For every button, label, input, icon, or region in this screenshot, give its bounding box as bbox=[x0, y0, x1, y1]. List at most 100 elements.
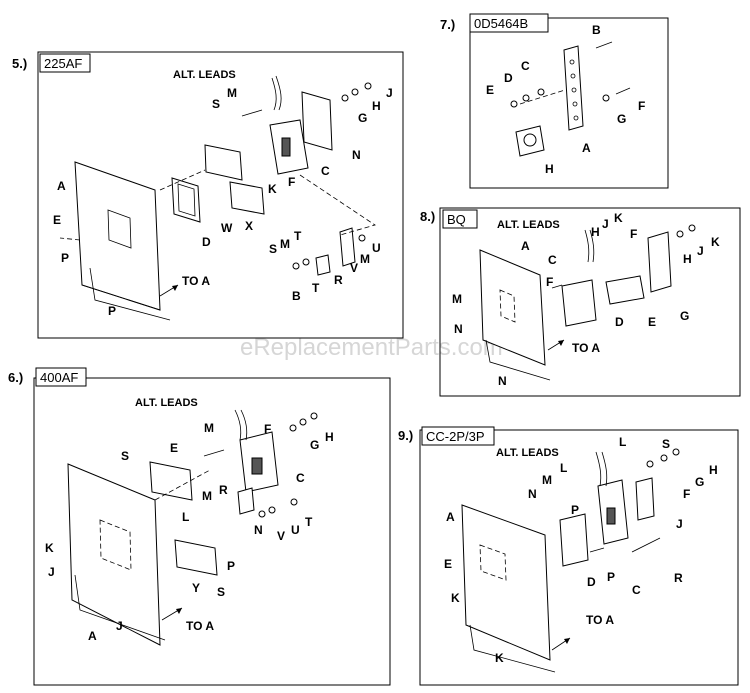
callout-a: A bbox=[521, 239, 530, 253]
callout-a: A bbox=[88, 629, 97, 643]
callout-j: J bbox=[676, 517, 683, 531]
callout-g: G bbox=[358, 111, 367, 125]
callout-u: U bbox=[372, 241, 381, 255]
washer bbox=[351, 88, 359, 96]
lead-wire bbox=[234, 409, 242, 441]
screw bbox=[595, 41, 613, 49]
to-a-label: TO A bbox=[182, 274, 210, 288]
callout-l: L bbox=[619, 435, 626, 449]
alt-leads-label: ALT. LEADS bbox=[173, 69, 236, 81]
lead-wire bbox=[601, 451, 608, 487]
washer bbox=[258, 510, 266, 518]
lead-wire bbox=[240, 409, 248, 441]
washer bbox=[289, 424, 297, 432]
callout-h: H bbox=[325, 430, 334, 444]
callout-e: E bbox=[486, 83, 494, 97]
callout-c: C bbox=[548, 253, 557, 267]
panel-number: 6.) bbox=[8, 370, 23, 385]
nut bbox=[358, 234, 366, 242]
callout-d: D bbox=[504, 71, 513, 85]
terminal-block bbox=[315, 254, 331, 276]
panel-cutout bbox=[99, 519, 132, 571]
barrier-part bbox=[149, 461, 193, 501]
panel-title: 0D5464B bbox=[474, 16, 528, 31]
callout-c: C bbox=[296, 471, 305, 485]
panel-number: 8.) bbox=[420, 209, 435, 224]
lead-wire bbox=[271, 77, 277, 111]
busbar-hole bbox=[573, 115, 579, 121]
callout-f: F bbox=[683, 487, 690, 501]
nut bbox=[688, 224, 696, 232]
trim-frame-part bbox=[171, 177, 201, 223]
callout-k: K bbox=[711, 235, 720, 249]
callout-k: K bbox=[495, 651, 504, 665]
busbar-hole bbox=[570, 73, 576, 79]
breaker-handle bbox=[281, 137, 291, 157]
spacer-part bbox=[589, 547, 605, 553]
panel-cutout bbox=[479, 544, 507, 581]
cover-plate-part bbox=[301, 91, 333, 151]
panel-flange bbox=[485, 339, 551, 381]
callout-x: X bbox=[245, 219, 253, 233]
panel-title: 225AF bbox=[44, 56, 82, 71]
nut bbox=[510, 100, 518, 108]
panel-flange bbox=[469, 624, 556, 673]
panel-frame bbox=[33, 377, 391, 686]
callout-p: P bbox=[108, 304, 116, 318]
busbar-hole bbox=[571, 87, 577, 93]
callout-a: A bbox=[582, 141, 591, 155]
callout-k: K bbox=[268, 182, 277, 196]
callout-n: N bbox=[528, 487, 537, 501]
panel-0d5464b: 7.) 0D5464B B C D E F G A H bbox=[440, 13, 669, 189]
lead-wire bbox=[589, 229, 595, 263]
to-a-label: TO A bbox=[186, 619, 214, 633]
callout-n: N bbox=[352, 148, 361, 162]
assembly-guide bbox=[299, 174, 376, 236]
callout-b: B bbox=[292, 289, 301, 303]
callout-k: K bbox=[451, 591, 460, 605]
trim-frame-part bbox=[559, 513, 589, 567]
washer bbox=[341, 94, 349, 102]
lead-wire bbox=[584, 229, 590, 263]
assembly-guide bbox=[159, 169, 206, 191]
callout-h: H bbox=[683, 252, 692, 266]
callout-e: E bbox=[53, 213, 61, 227]
callout-g: G bbox=[310, 438, 319, 452]
callout-b: B bbox=[592, 23, 601, 37]
screw bbox=[615, 87, 631, 95]
callout-d: D bbox=[202, 235, 211, 249]
mounting-panel bbox=[74, 161, 161, 311]
callout-p: P bbox=[607, 570, 615, 584]
callout-j: J bbox=[386, 86, 393, 100]
callout-s: S bbox=[217, 585, 225, 599]
breaker-handle bbox=[606, 507, 616, 525]
callout-m: M bbox=[542, 473, 552, 487]
callout-y: Y bbox=[192, 581, 200, 595]
callout-j: J bbox=[697, 244, 704, 258]
callout-v: V bbox=[350, 261, 358, 275]
callout-n: N bbox=[498, 374, 507, 388]
screw bbox=[203, 449, 225, 457]
callout-f: F bbox=[630, 227, 637, 241]
panel-number: 5.) bbox=[12, 56, 27, 71]
callout-s: S bbox=[121, 449, 129, 463]
assembly-guide bbox=[59, 237, 81, 241]
callout-p: P bbox=[571, 503, 579, 517]
callout-a: A bbox=[446, 510, 455, 524]
callout-t: T bbox=[312, 281, 320, 295]
callout-n: N bbox=[254, 523, 263, 537]
washer bbox=[302, 258, 310, 266]
to-a-arrowhead bbox=[558, 340, 564, 346]
callout-u: U bbox=[291, 523, 300, 537]
callout-e: E bbox=[444, 557, 452, 571]
terminal-bracket bbox=[339, 227, 356, 267]
screw bbox=[241, 109, 263, 117]
panel-number: 9.) bbox=[398, 428, 413, 443]
callout-m: M bbox=[280, 237, 290, 251]
callout-m: M bbox=[204, 421, 214, 435]
callout-k: K bbox=[614, 211, 623, 225]
callout-g: G bbox=[617, 112, 626, 126]
callout-g: G bbox=[695, 475, 704, 489]
callout-h: H bbox=[545, 162, 554, 176]
to-a-arrowhead bbox=[176, 608, 182, 614]
